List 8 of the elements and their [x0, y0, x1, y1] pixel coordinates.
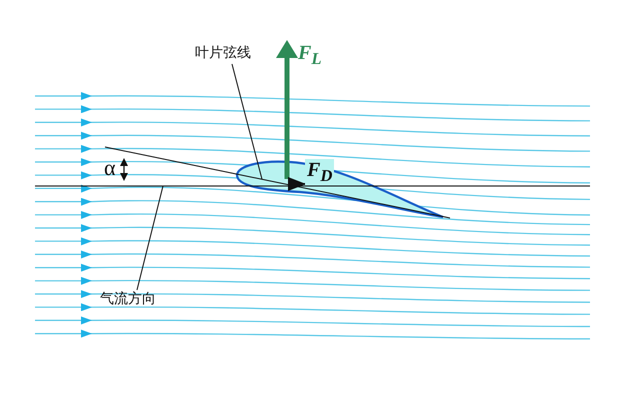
leader-line	[136, 186, 164, 290]
chord-label: 叶片弦线	[195, 46, 251, 62]
angle-symbol: α	[104, 156, 116, 180]
chord-line	[104, 146, 450, 218]
leader-line	[232, 64, 262, 180]
lift-force-label: F$_{L}$	[298, 42, 322, 68]
drag-force-label: F$_{D}$	[305, 159, 334, 186]
airflow-label: 气流方向	[100, 292, 156, 308]
